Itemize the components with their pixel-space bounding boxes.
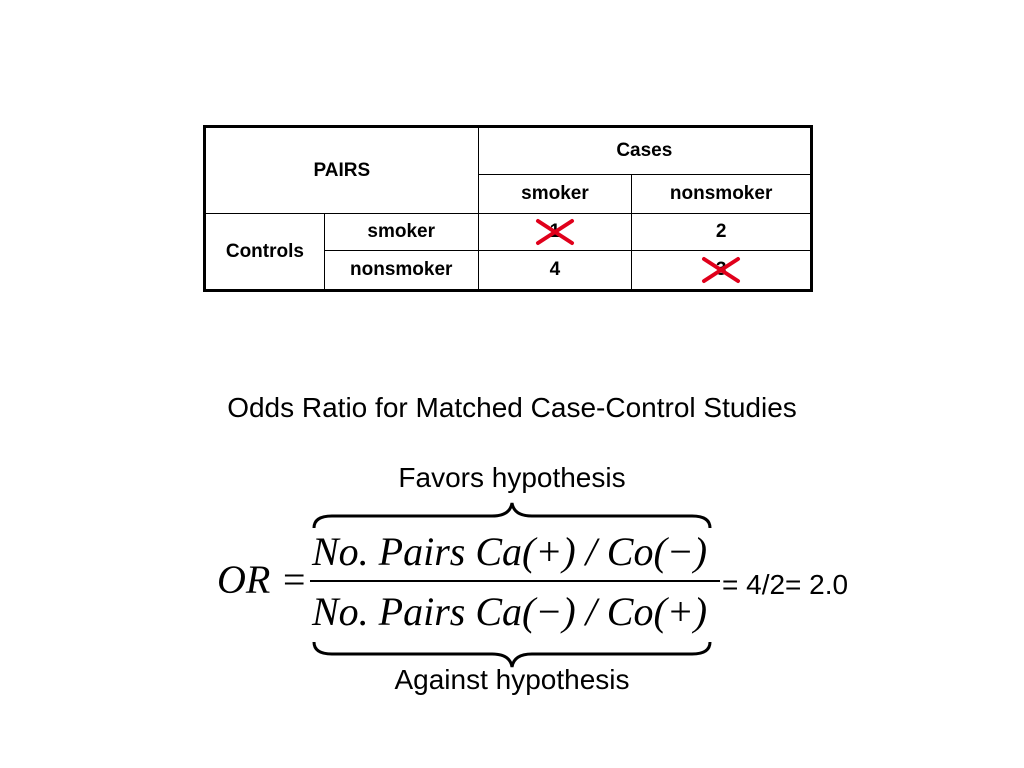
control-row-smoker: smoker bbox=[323, 213, 479, 251]
fraction-line bbox=[310, 580, 720, 582]
cases-header: Cases bbox=[477, 126, 813, 175]
matched-pairs-table: PAIRS Cases smoker nonsmoker Controls sm… bbox=[203, 125, 813, 292]
cell-smoker-nonsmoker: 2 bbox=[631, 213, 812, 251]
control-row-nonsmoker: nonsmoker bbox=[323, 250, 479, 291]
formula-numerator: No. Pairs Ca(+) / Co(−) bbox=[312, 529, 708, 574]
cell-nonsmoker-smoker: 4 bbox=[477, 250, 633, 291]
top-brace-icon bbox=[312, 502, 712, 529]
against-hypothesis-label: Against hypothesis bbox=[394, 664, 630, 695]
cell-value: 3 bbox=[715, 259, 727, 280]
formula-denominator: No. Pairs Ca(−) / Co(+) bbox=[312, 589, 708, 634]
formula-result: = 4/2= 2.0 bbox=[722, 569, 849, 600]
cell-nonsmoker-nonsmoker: 3 bbox=[631, 250, 812, 291]
section-heading: Odds Ratio for Matched Case-Control Stud… bbox=[227, 392, 797, 423]
case-col-smoker: smoker bbox=[477, 174, 633, 214]
bottom-brace-icon bbox=[312, 641, 712, 668]
formula-lhs: OR = bbox=[217, 557, 308, 602]
pairs-header: PAIRS bbox=[204, 126, 479, 214]
cell-value: 1 bbox=[549, 221, 561, 242]
case-col-nonsmoker: nonsmoker bbox=[631, 174, 812, 214]
cell-smoker-smoker: 1 bbox=[477, 213, 633, 251]
favors-hypothesis-label: Favors hypothesis bbox=[398, 462, 626, 493]
controls-header: Controls bbox=[204, 213, 325, 291]
